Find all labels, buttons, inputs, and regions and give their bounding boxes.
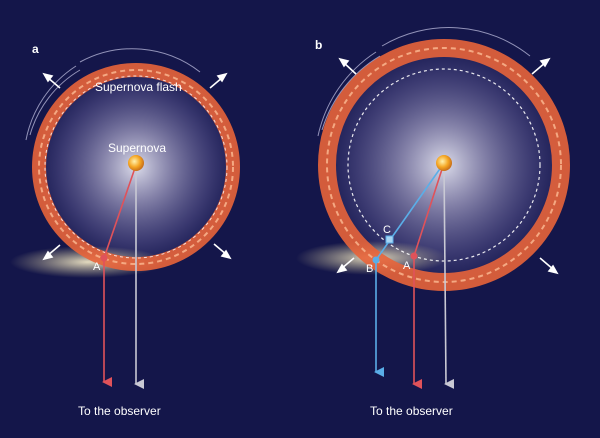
observer-label-a: To the observer bbox=[78, 404, 161, 418]
point-c bbox=[386, 236, 393, 243]
supernova-star-icon bbox=[128, 155, 144, 171]
point-a-label: A bbox=[93, 261, 101, 273]
point-b bbox=[373, 257, 380, 264]
point-a-label: A bbox=[403, 260, 411, 272]
panel-a: a Supernova flash Supernova bbox=[10, 42, 236, 418]
point-c-label: C bbox=[383, 224, 391, 236]
point-b-label: B bbox=[366, 263, 373, 275]
panel-b: b B C A bbox=[296, 28, 562, 418]
supernova-star-icon bbox=[436, 155, 452, 171]
supernova-label: Supernova bbox=[108, 141, 166, 155]
point-a bbox=[101, 255, 108, 262]
point-a bbox=[411, 253, 418, 260]
observer-label-b: To the observer bbox=[370, 404, 453, 418]
supernova-flash-label: Supernova flash bbox=[95, 80, 182, 94]
panel-b-letter: b bbox=[315, 38, 322, 52]
panel-a-letter: a bbox=[32, 42, 39, 56]
